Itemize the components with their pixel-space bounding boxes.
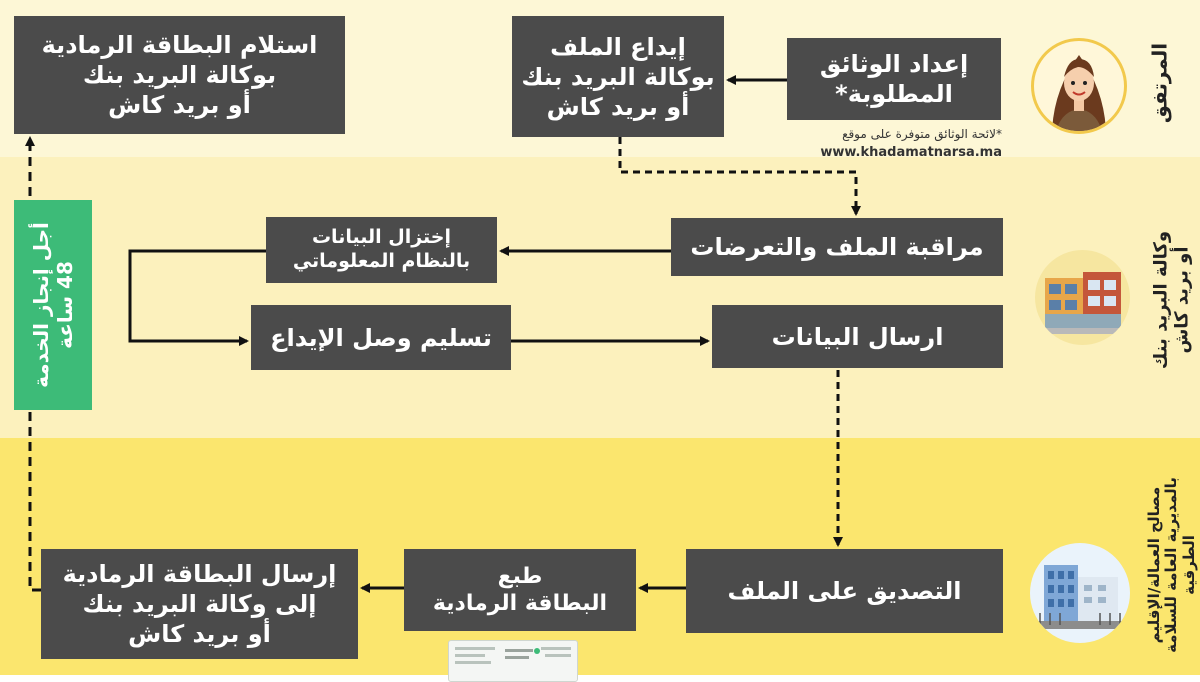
arrow-enter-to-receipt xyxy=(128,249,266,346)
arrow-send-card-to-receive xyxy=(25,136,41,592)
deposit-file-box: إيداع الملف بوكالة البريد بنك أو بريد كا… xyxy=(512,16,724,137)
print-card-box: طبع البطاقة الرمادية xyxy=(404,549,636,631)
check-file-box: مراقبة الملف والتعرضات xyxy=(671,218,1003,276)
documents-note: *لائحة الوثائق متوفرة على موقع xyxy=(842,127,1002,141)
government-building-icon xyxy=(1030,543,1130,643)
validate-file-box: التصديق على الملف xyxy=(686,549,1003,633)
row-label-post-office: وكالة البريد بنك أو بريد كاش xyxy=(1150,230,1192,370)
processing-time-label: أجل إنجاز الخدمة 48 ساعة xyxy=(29,222,77,388)
enter-data-box: إختزال البيانات بالنظام المعلوماتي xyxy=(266,217,497,283)
receive-card-box: استلام البطاقة الرمادية بوكالة البريد بن… xyxy=(14,16,345,134)
row-post-office-band xyxy=(0,157,1200,438)
row-label-applicant: المرتفق xyxy=(1147,42,1172,124)
documents-site-link[interactable]: www.khadamatnarsa.ma xyxy=(820,145,1002,160)
processing-time-badge xyxy=(14,200,92,410)
row-label-regional: مصالح العمالة/الإقليم بالمديرية العامة ل… xyxy=(1145,477,1198,653)
prepare-docs-box: إعداد الوثائق المطلوبة* xyxy=(787,38,1001,120)
send-card-box: إرسال البطاقة الرمادية إلى وكالة البريد … xyxy=(41,549,358,659)
grey-card-thumbnail xyxy=(448,640,578,682)
woman-avatar-icon xyxy=(1031,38,1127,134)
send-data-box: ارسال البيانات xyxy=(712,305,1003,368)
deposit-receipt-box: تسليم وصل الإيداع xyxy=(251,305,511,370)
arrow-deposit-to-check xyxy=(618,137,861,216)
post-office-building-icon xyxy=(1035,250,1130,345)
